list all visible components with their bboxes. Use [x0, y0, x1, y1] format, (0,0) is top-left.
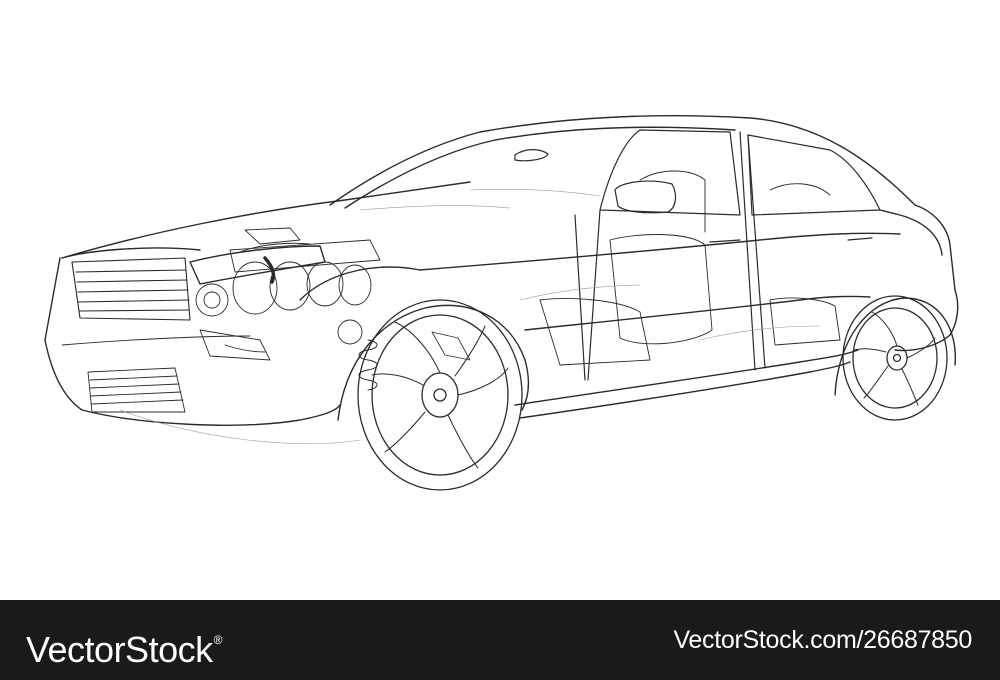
stock-image-id: VectorStock.com/26687850	[673, 626, 972, 654]
registered-mark: ®	[213, 633, 223, 647]
car-wireframe-drawing	[44, 115, 959, 491]
lower-intake	[61, 335, 251, 413]
car-body	[44, 115, 959, 426]
cabin	[514, 129, 881, 381]
seats	[539, 170, 841, 366]
hidden-structure-lines	[119, 188, 821, 445]
watermark-footer-bar: VectorStock® VectorStock.com/26687850	[0, 600, 1000, 680]
front-wheel	[357, 299, 523, 491]
car-wireframe-illustration	[44, 115, 959, 491]
engine-block	[195, 227, 381, 361]
brand-logo: VectorStock®	[26, 629, 223, 670]
front-grille	[71, 257, 191, 321]
rear-wheel	[842, 295, 948, 421]
